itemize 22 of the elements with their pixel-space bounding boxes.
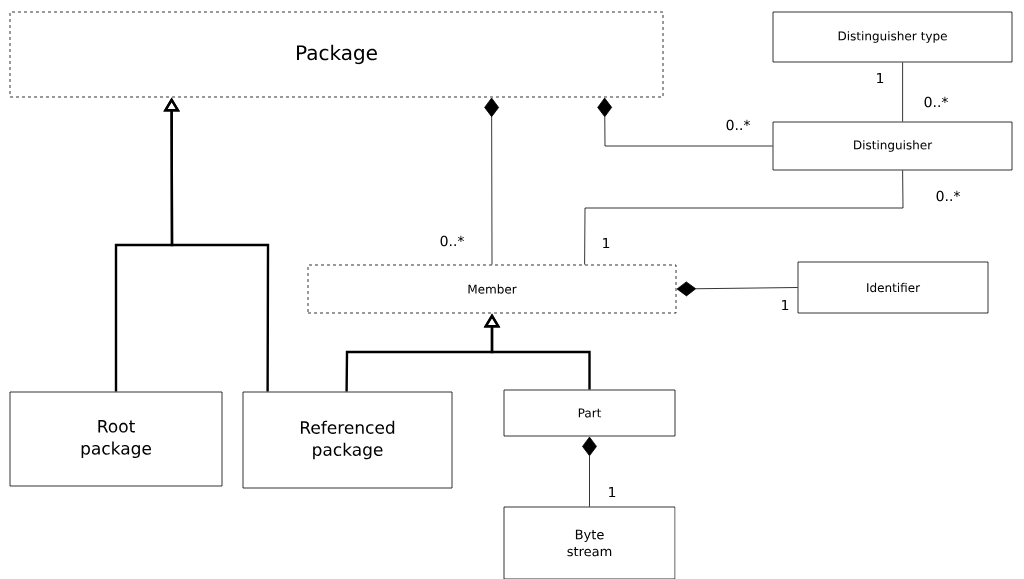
composition-line <box>597 97 773 147</box>
multiplicity-label: 0..* <box>726 119 750 131</box>
composition-line <box>484 97 500 265</box>
class-box: Referenced package <box>242 391 453 489</box>
class-box: Root package <box>9 391 223 487</box>
class-box: Distinguisher type <box>772 11 1013 63</box>
class-box: Identifier <box>797 261 989 314</box>
class-box: Byte stream <box>503 506 676 579</box>
class-box: Package <box>9 11 664 98</box>
multiplicity-label: 1 <box>603 237 610 249</box>
association-line <box>584 170 904 265</box>
multiplicity-label: 1 <box>782 299 789 311</box>
class-box: Part <box>503 389 676 437</box>
multiplicity-label: 0..* <box>936 190 960 202</box>
composition-line <box>676 281 798 297</box>
class-box: Member <box>307 264 677 314</box>
composition-line <box>582 436 597 507</box>
multiplicity-label: 0..* <box>440 235 464 247</box>
multiplicity-label: 1 <box>877 72 884 84</box>
multiplicity-label: 0..* <box>924 96 948 108</box>
class-box: Distinguisher <box>772 121 1013 171</box>
association-line <box>902 62 903 122</box>
